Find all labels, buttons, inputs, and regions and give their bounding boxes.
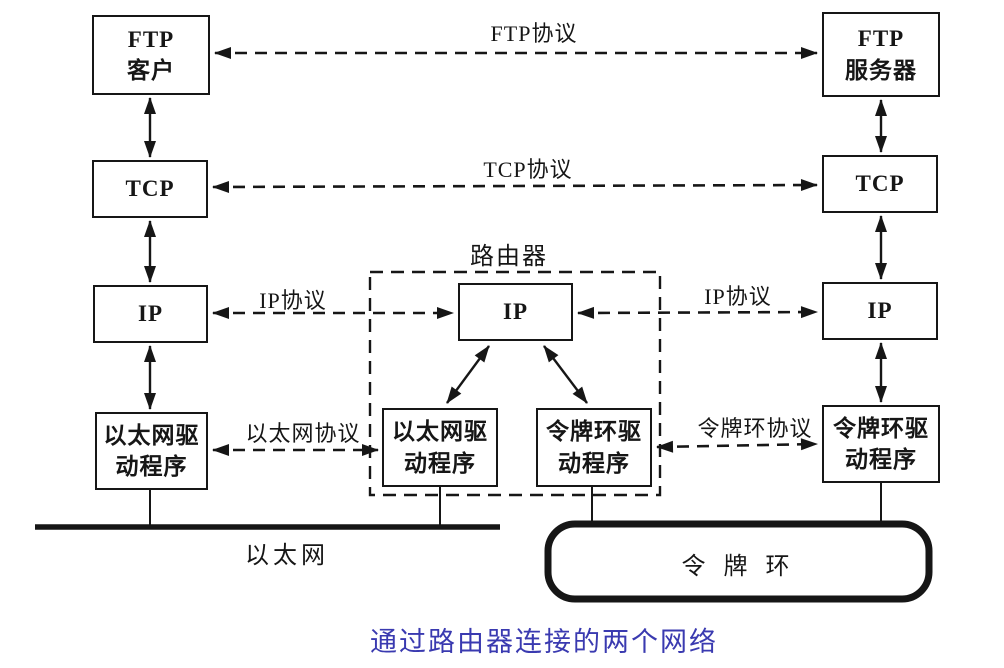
figure-caption: 通过路由器连接的两个网络 xyxy=(0,620,1004,664)
arrow-routerip-trdriver xyxy=(543,345,588,404)
token-ring-network-label: 令 牌 环 xyxy=(681,554,796,580)
ethernet-protocol-label: 以太网协议 xyxy=(245,421,361,446)
tcp-right-box: TCP xyxy=(822,155,938,213)
ftp-server-box: FTP 服务器 xyxy=(822,12,940,97)
ip-left-label: IP xyxy=(138,301,163,327)
ip-protocol-arrow-right xyxy=(577,306,818,319)
router-ip-label: IP xyxy=(503,299,528,325)
ip-right-box: IP xyxy=(822,282,938,340)
tcp-right-label: TCP xyxy=(855,171,905,197)
ip-protocol-label-right: IP协议 xyxy=(704,284,772,309)
ip-right-label: IP xyxy=(867,298,893,324)
ethernet-driver-left-label: 以太网驱 动程序 xyxy=(103,422,200,479)
tcp-protocol-label: TCP协议 xyxy=(483,157,573,182)
ftp-server-label: FTP 服务器 xyxy=(845,26,917,83)
token-ring-driver-right-box: 令牌环驱 动程序 xyxy=(822,405,940,483)
ip-protocol-label-left: IP协议 xyxy=(259,288,327,313)
token-ring-protocol-label: 令牌环协议 xyxy=(697,416,813,441)
router-ethernet-driver-box: 以太网驱 动程序 xyxy=(382,408,498,487)
tcp-left-label: TCP xyxy=(125,176,175,202)
token-ring-protocol-arrow xyxy=(656,438,818,453)
ftp-protocol-label: FTP协议 xyxy=(490,21,578,46)
router-boundary xyxy=(368,270,662,497)
ftp-client-box: FTP 客户 xyxy=(92,15,210,95)
arrow-routerip-ethdriver xyxy=(446,345,490,404)
figure-caption-text: 通过路由器连接的两个网络 xyxy=(370,627,718,657)
ethernet-network-label: 以太网 xyxy=(245,543,329,569)
tcp-left-box: TCP xyxy=(92,160,208,218)
token-ring-driver-right-label: 令牌环驱 动程序 xyxy=(833,415,929,472)
ethernet-driver-left-box: 以太网驱 动程序 xyxy=(95,412,208,490)
ip-left-box: IP xyxy=(93,285,208,343)
router-token-ring-driver-label: 令牌环驱 动程序 xyxy=(546,419,642,476)
token-ring-shape xyxy=(544,520,933,603)
ftp-client-label: FTP 客户 xyxy=(127,26,175,83)
router-token-ring-driver-box: 令牌环驱 动程序 xyxy=(536,408,652,487)
tcp-protocol-arrow xyxy=(212,179,818,193)
router-label: 路由器 xyxy=(470,244,548,270)
router-ethernet-driver-label: 以太网驱 动程序 xyxy=(392,419,488,476)
router-ip-box: IP xyxy=(458,283,573,341)
redacted-figure-number xyxy=(287,627,360,654)
